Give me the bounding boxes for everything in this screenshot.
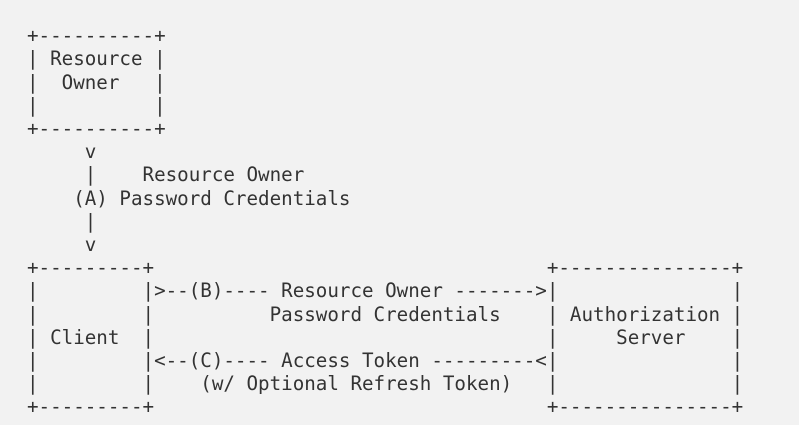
diagram-line-9: | [27, 209, 97, 233]
diagram-line-16: | | (w/ Optional Refresh Token) | | [27, 372, 744, 396]
diagram-line-2: | Resource | [27, 47, 166, 71]
diagram-line-6: v [27, 140, 97, 164]
diagram-line-15: | |<--(C)---- Access Token ---------<| | [27, 349, 744, 373]
oauth-password-credentials-flow-diagram: +----------+| Resource || Owner || |+---… [0, 19, 799, 425]
diagram-line-4: | | [27, 93, 166, 117]
diagram-line-13: | | Password Credentials | Authorization… [27, 302, 744, 326]
diagram-line-1: +----------+ [27, 24, 166, 48]
diagram-line-3: | Owner | [27, 70, 166, 94]
diagram-line-11: +---------+ +---------------+ [27, 256, 744, 280]
diagram-line-12: | |>--(B)---- Resource Owner ------->| | [27, 279, 744, 303]
diagram-line-17: +---------+ +---------------+ [27, 395, 744, 419]
diagram-line-14: | Client | | Server | [27, 325, 744, 349]
diagram-line-5: +----------+ [27, 117, 166, 140]
diagram-line-7: | Resource Owner [27, 163, 305, 187]
diagram-line-10: v [27, 233, 97, 257]
diagram-line-8: (A) Password Credentials [27, 186, 351, 210]
